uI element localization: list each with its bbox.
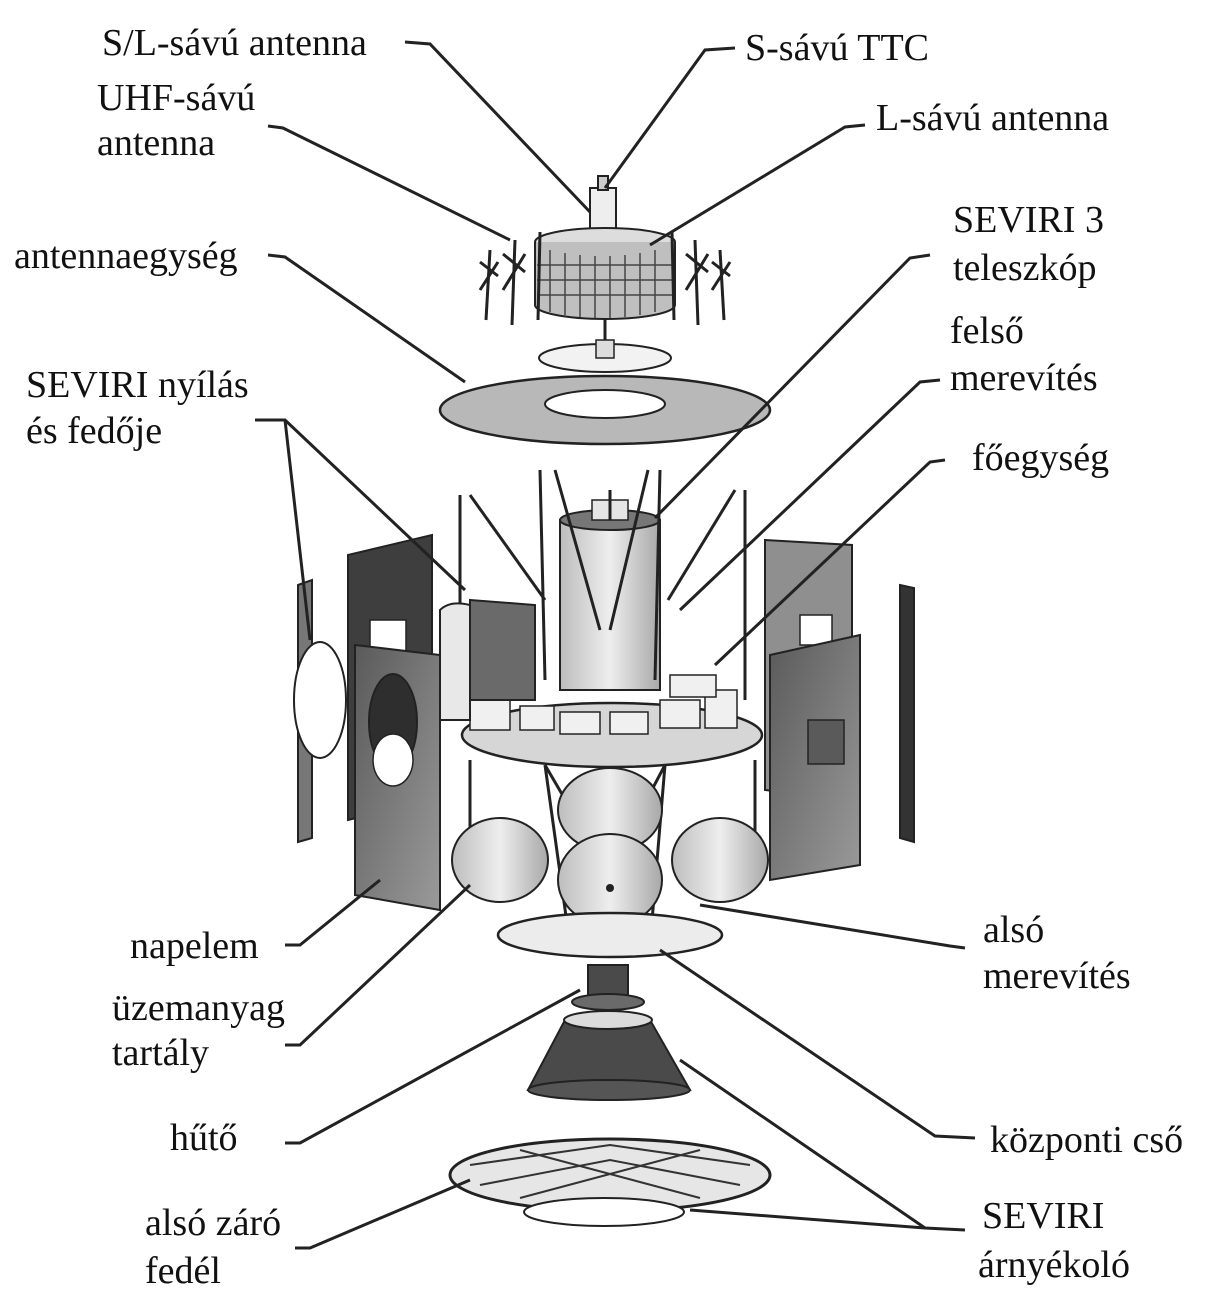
solar-panel-inner-left — [469, 598, 536, 701]
leader-bottom-cover — [295, 1178, 471, 1250]
label-fuel-tank-line1: üzemanyag — [112, 987, 285, 1029]
label-seviri-shield-line1: SEVIRI — [982, 1195, 1104, 1237]
label-seviri-telescope-line1: SEVIRI 3 — [953, 199, 1104, 241]
lower-ring — [496, 911, 724, 959]
label-upper-strut-line1: felső — [950, 310, 1024, 352]
label-solar-cell: napelem — [130, 925, 259, 967]
label-s-ttc: S-sávú TTC — [745, 27, 929, 69]
antenna-unit-drawing — [478, 175, 732, 373]
leader-antenna-unit — [267, 253, 466, 384]
bottom-cover-drawing — [448, 1137, 772, 1227]
leader-uhf — [267, 124, 511, 242]
fuel-tanks — [451, 767, 769, 927]
upper-struts — [458, 469, 747, 700]
leader-upper-strut — [678, 378, 941, 612]
label-lower-strut-line2: merevítés — [983, 955, 1131, 997]
antenna-drum-grid — [537, 250, 673, 318]
label-main-unit: főegység — [972, 437, 1109, 479]
leader-solar-cell — [285, 878, 381, 947]
leader-lines — [255, 40, 976, 1250]
central-tube-drawing — [526, 1010, 692, 1101]
leader-fuel-tank — [285, 883, 472, 1047]
main-body-drawing — [451, 469, 769, 959]
label-central-tube: központi cső — [990, 1119, 1183, 1161]
label-l-antenna: L-sávú antenna — [876, 97, 1109, 139]
label-fuel-tank-line2: tartály — [112, 1032, 209, 1074]
label-seviri-aperture-line1: SEVIRI nyílás — [26, 364, 249, 406]
label-seviri-telescope-line2: teleszkóp — [953, 247, 1097, 289]
leader-central-tube — [659, 948, 976, 1140]
label-bottom-cover-line1: alsó záró — [145, 1202, 281, 1244]
uhf-dipoles — [478, 231, 732, 326]
leader-s-ttc — [603, 46, 736, 189]
solar-panels — [293, 533, 915, 912]
label-bottom-cover-line2: fedél — [145, 1250, 221, 1292]
label-uhf-line2: antenna — [97, 122, 215, 164]
leader-lower-strut — [699, 903, 966, 950]
seviri-shield-ring — [523, 1197, 685, 1227]
leader-l-antenna — [649, 123, 866, 247]
cooler-drawing — [571, 964, 645, 1011]
label-upper-strut-line2: merevítés — [950, 357, 1098, 399]
labels: S/L-sávú antenna S-sávú TTC UHF-sávú ant… — [14, 22, 1183, 1292]
label-sl-antenna: S/L-sávú antenna — [102, 22, 367, 64]
label-antenna-unit: antennaegység — [14, 235, 238, 277]
leader-seviri-shield-2 — [679, 1058, 926, 1230]
leader-main-unit — [713, 458, 946, 667]
seviri-aperture-cover — [293, 641, 347, 759]
label-lower-strut-line1: alsó — [983, 909, 1044, 951]
label-cooler: hűtő — [170, 1117, 238, 1159]
leader-seviri-telescope — [653, 253, 931, 520]
upper-deck-plate — [438, 374, 772, 446]
label-seviri-shield-line2: árnyékoló — [978, 1244, 1130, 1286]
leader-seviri-aperture-2 — [283, 419, 312, 641]
label-seviri-aperture-line2: és fedője — [26, 410, 162, 452]
leader-sl-antenna — [404, 40, 592, 214]
leader-cooler — [285, 988, 581, 1145]
solar-panel-far-right — [899, 583, 915, 844]
label-uhf-line1: UHF-sávú — [97, 77, 255, 119]
deck-equipment-boxes — [469, 674, 738, 735]
